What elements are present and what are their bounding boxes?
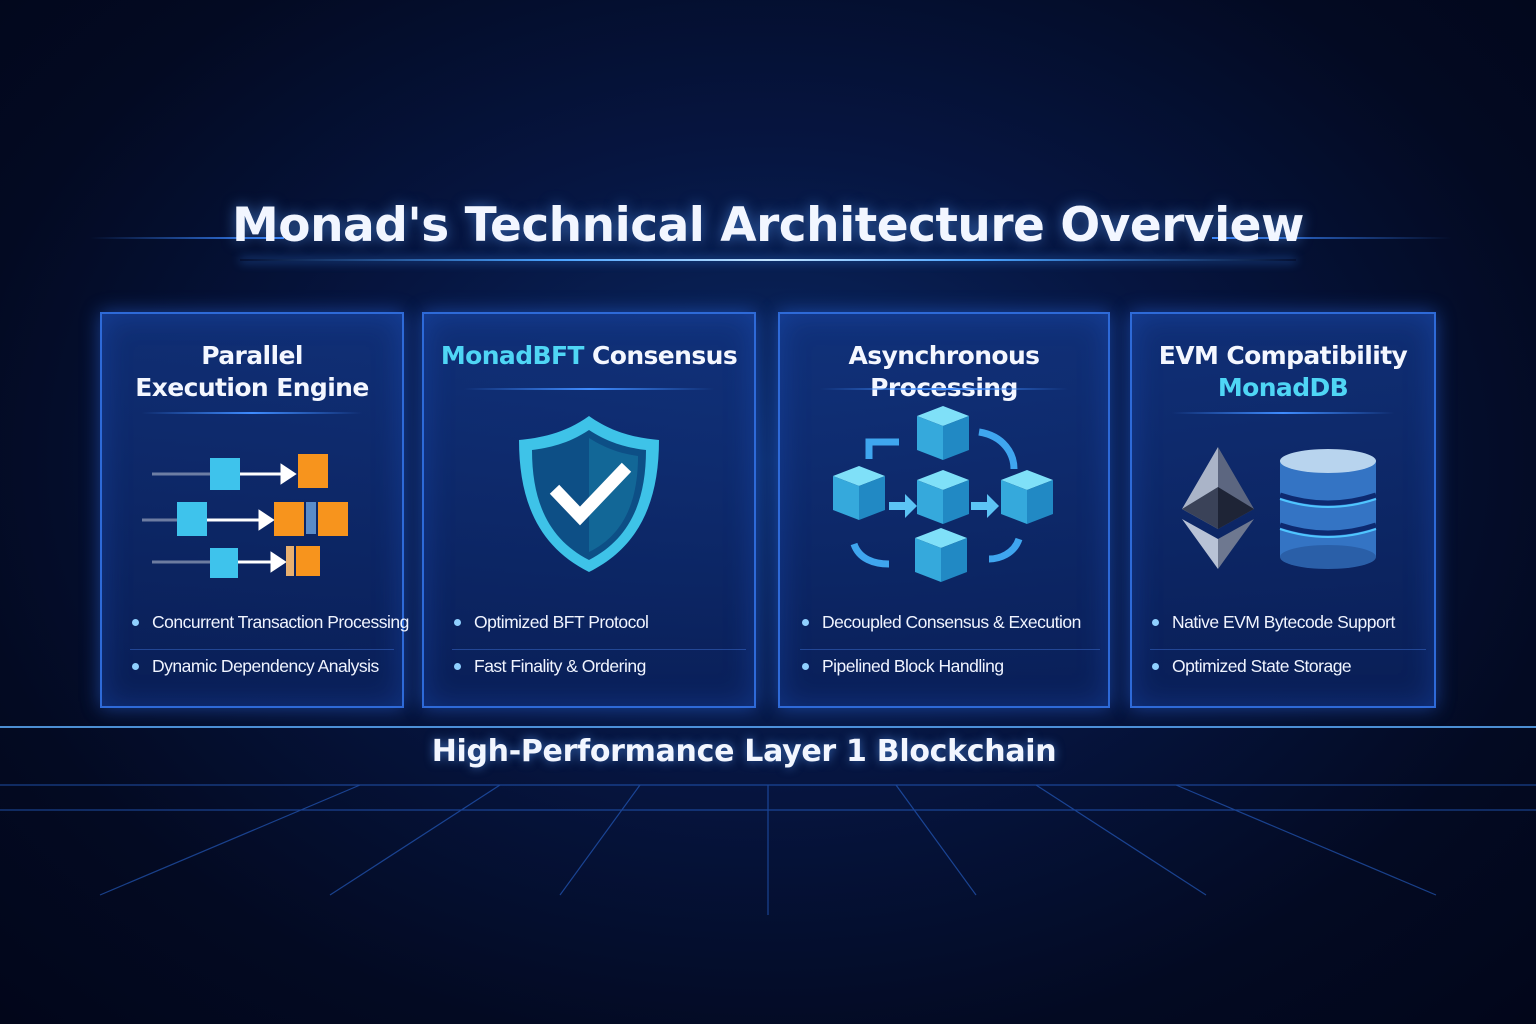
divider	[464, 388, 714, 390]
list-item: Native EVM Bytecode Support	[1150, 606, 1426, 650]
feature-list: Native EVM Bytecode Support Optimized St…	[1150, 606, 1426, 693]
cube-network-icon	[780, 404, 1108, 584]
grid-floor	[0, 726, 1536, 915]
page-title: Monad's Technical Architecture Overview	[232, 198, 1304, 253]
divider	[1172, 412, 1394, 414]
card-title: Parallel Execution Engine	[135, 341, 369, 402]
card-title: EVM Compatibility MonadDB	[1132, 340, 1434, 404]
card-subtitle: MonadDB	[1217, 373, 1349, 402]
card-title: MonadBFT Consensus	[440, 341, 738, 370]
ethereum-icon	[1182, 447, 1254, 569]
feature-list: Concurrent Transaction Processing Dynami…	[130, 606, 409, 693]
title-rule-right	[1212, 237, 1452, 239]
parallel-blocks-icon	[102, 424, 402, 604]
list-item: Fast Finality & Ordering	[452, 650, 746, 693]
shield-check-icon	[424, 404, 754, 584]
title-glow-divider	[240, 259, 1296, 261]
list-item: Concurrent Transaction Processing	[130, 606, 409, 650]
ethereum-database-icon	[1132, 422, 1434, 602]
card-parallel-execution: Parallel Execution Engine Concurrent Tra…	[100, 312, 409, 708]
title-rule-left	[90, 237, 284, 239]
list-item: Dynamic Dependency Analysis	[130, 650, 394, 693]
feature-list: Decoupled Consensus & Execution Pipeline…	[800, 606, 1100, 693]
card-monadbft-consensus: MonadBFT Consensus Optimized BFT Protoco…	[422, 312, 756, 708]
list-item: Decoupled Consensus & Execution	[800, 606, 1100, 650]
card-evm-compatibility: EVM Compatibility MonadDB Native EVM Byt…	[1130, 312, 1436, 708]
list-item: Optimized State Storage	[1150, 650, 1426, 693]
card-asynchronous-processing: Asynchronous Processing Decoupled Consen…	[778, 312, 1110, 708]
footer-tagline: High-Performance Layer 1 Blockchain	[431, 734, 1057, 769]
card-title: Asynchronous Processing	[848, 341, 1041, 402]
list-item: Optimized BFT Protocol	[452, 606, 746, 650]
divider	[142, 412, 362, 414]
feature-list: Optimized BFT Protocol Fast Finality & O…	[452, 606, 746, 693]
divider	[820, 388, 1068, 390]
database-icon	[1279, 449, 1377, 569]
list-item: Pipelined Block Handling	[800, 650, 1100, 693]
